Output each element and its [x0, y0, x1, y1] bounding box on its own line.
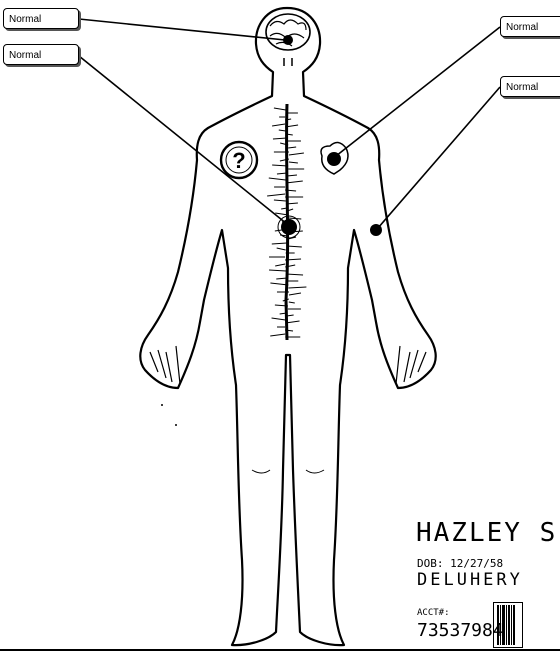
barcode	[493, 602, 523, 648]
acct-label: ACCT#:	[417, 608, 450, 618]
knee-lines	[252, 470, 324, 473]
acct-number: 73537984	[417, 620, 504, 641]
neck-ticks	[284, 58, 292, 66]
dob-label: DOB:	[417, 557, 444, 570]
heart-icon	[321, 142, 348, 174]
callout-brain-normal: Normal	[3, 8, 79, 29]
callout-arm-normal: Normal	[500, 76, 560, 97]
patient-line3: DELUHERY	[417, 570, 523, 590]
patient-name: HAZLEY S	[416, 518, 557, 548]
patient-dob: DOB: 12/27/58	[417, 557, 503, 570]
callout-heart-normal: Normal	[500, 16, 560, 37]
unknown-marker: ?	[221, 142, 257, 178]
dob-value: 12/27/58	[450, 557, 503, 570]
question-mark-icon: ?	[232, 148, 245, 173]
callout-spine-normal: Normal	[3, 44, 79, 65]
